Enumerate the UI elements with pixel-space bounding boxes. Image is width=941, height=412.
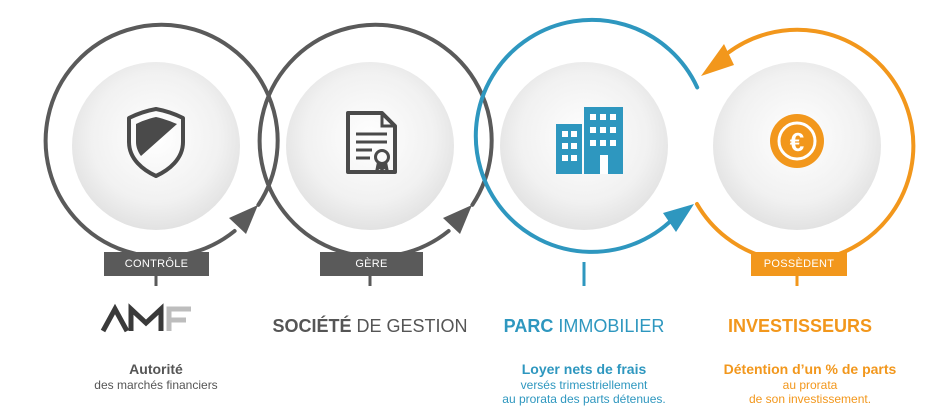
title-parc-immobilier-bold: PARC bbox=[503, 316, 554, 336]
euro-coin-icon: € bbox=[770, 114, 824, 168]
description-parc: Loyer nets de frais versés trimestrielle… bbox=[474, 360, 694, 406]
title-societe-gestion-rest: DE GESTION bbox=[351, 316, 468, 336]
title-parc-immobilier-rest: IMMOBILIER bbox=[553, 316, 665, 336]
circle-inner-gestion bbox=[286, 62, 454, 230]
building-icon bbox=[556, 107, 623, 174]
tag-controle: CONTRÔLE bbox=[104, 252, 209, 276]
shield-icon bbox=[127, 107, 185, 178]
arrow-gestion-icon bbox=[443, 205, 472, 234]
title-investisseurs: INVESTISSEURS bbox=[720, 316, 880, 337]
circle-inner-amf bbox=[72, 62, 240, 230]
tag-possedent: POSSÈDENT bbox=[751, 252, 847, 276]
description-parc-strong: Loyer nets de frais bbox=[521, 361, 647, 377]
title-societe-gestion-bold: SOCIÉTÉ bbox=[272, 316, 352, 336]
description-amf-line: des marchés financiers bbox=[94, 378, 218, 392]
ring-parc bbox=[473, 17, 700, 254]
certificate-document-icon bbox=[346, 111, 397, 174]
description-investisseurs-line-1: au prorata bbox=[782, 378, 838, 392]
description-investisseurs-line-2: de son investissement. bbox=[748, 392, 872, 406]
arrow-amf-icon bbox=[229, 205, 258, 234]
description-investisseurs: Détention d’un % de parts au prorata de … bbox=[690, 360, 930, 406]
description-amf-strong: Autorité bbox=[129, 361, 183, 377]
title-investisseurs-bold: INVESTISSEURS bbox=[727, 316, 873, 336]
arrow-parc-icon bbox=[663, 204, 694, 232]
tag-gere: GÈRE bbox=[320, 252, 423, 276]
svg-text:€: € bbox=[790, 127, 804, 157]
description-parc-line-1: versés trimestriellement bbox=[520, 378, 648, 392]
description-amf: Autorité des marchés financiers bbox=[56, 360, 256, 392]
title-parc-immobilier: PARC IMMOBILIER bbox=[494, 316, 674, 337]
description-parc-line-2: au prorata des parts détenues. bbox=[502, 392, 666, 406]
arrow-investisseurs-icon bbox=[701, 44, 734, 76]
amf-logo bbox=[100, 303, 191, 333]
description-investisseurs-strong: Détention d’un % de parts bbox=[723, 361, 897, 377]
title-societe-gestion: SOCIÉTÉ DE GESTION bbox=[270, 316, 470, 337]
